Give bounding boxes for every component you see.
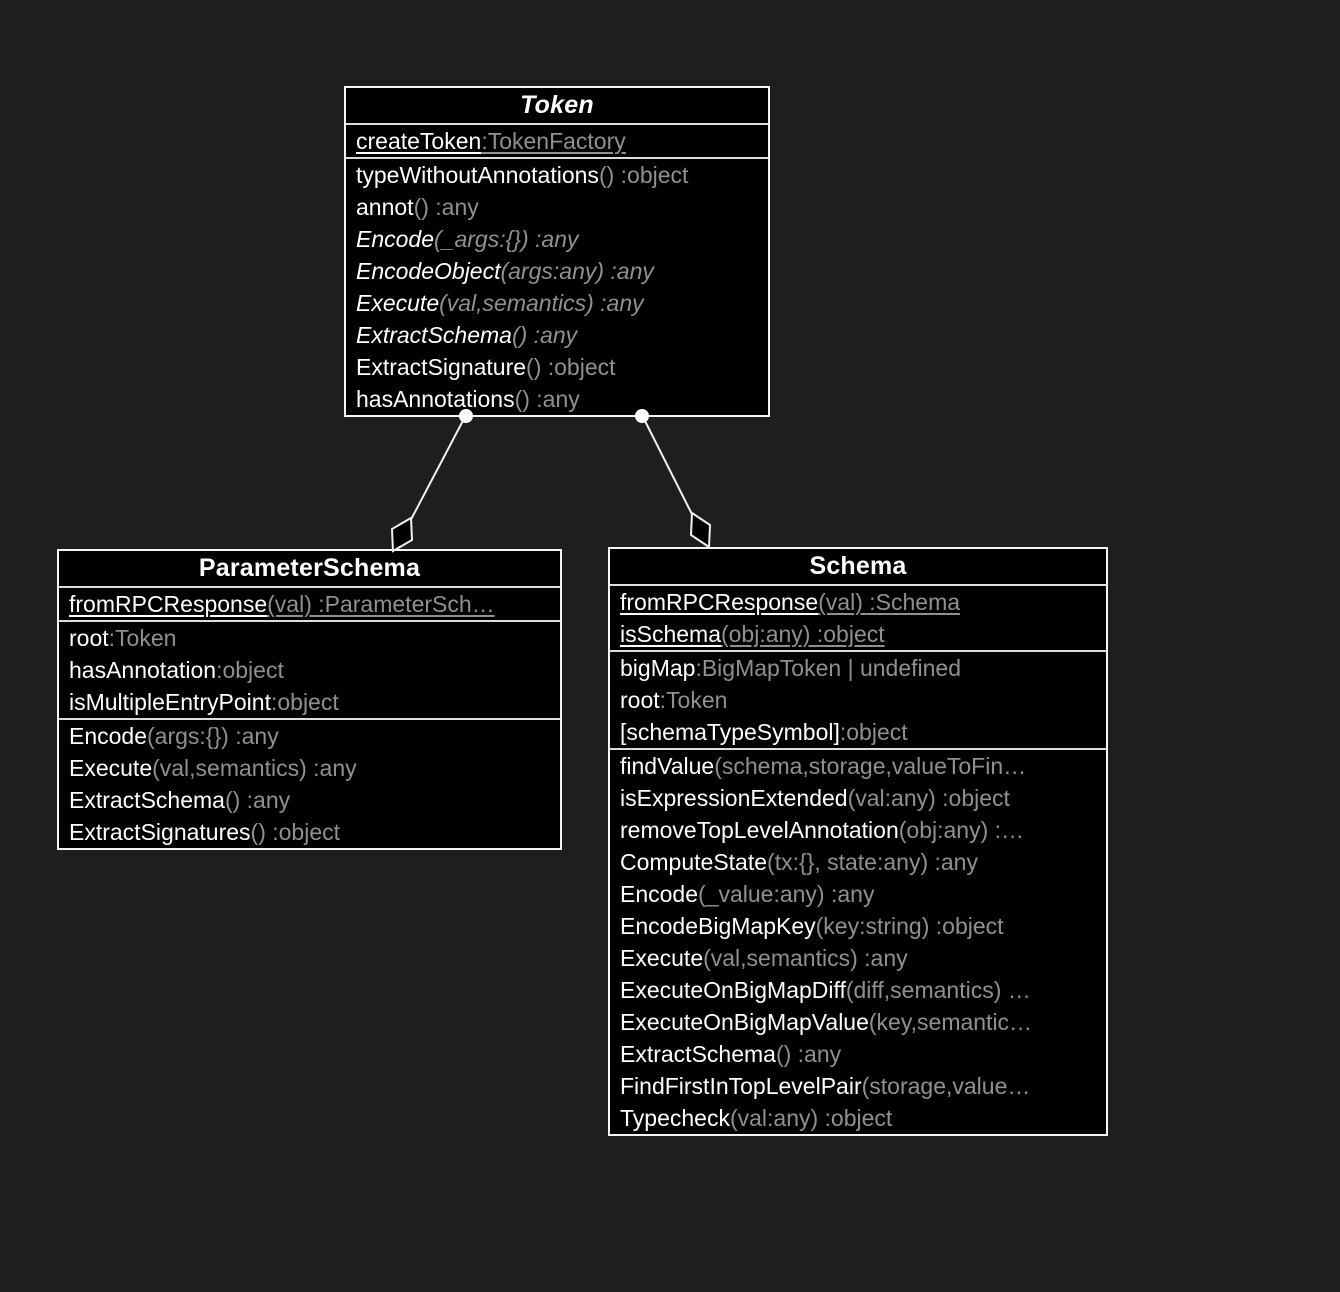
member-row: Encode(args:{}) :any	[69, 722, 279, 749]
attributes-section: root :Token hasAnnotation :object isMult…	[59, 622, 560, 720]
static-members-section: fromRPCResponse(val) :Schema isSchema(ob…	[610, 586, 1106, 652]
member-row: removeTopLevelAnnotation(obj:any) :…	[620, 816, 1025, 843]
member-row: ExtractSchema() :any	[69, 786, 291, 813]
member-row: isExpressionExtended(val:any) :object	[620, 784, 1010, 811]
methods-section: typeWithoutAnnotations() :object annot()…	[346, 159, 768, 415]
class-title: ParameterSchema	[59, 551, 560, 588]
member-row: ExtractSchema() :any	[620, 1040, 842, 1067]
member-row: isMultipleEntryPoint :object	[69, 688, 339, 715]
methods-section: findValue(schema,storage,valueToFin… isE…	[610, 750, 1106, 1134]
member-row: hasAnnotation :object	[69, 656, 284, 683]
class-parameterschema: ParameterSchema fromRPCResponse(val) :Pa…	[57, 549, 562, 850]
aggregation-link-parameterschema	[395, 414, 467, 549]
member-row: isSchema(obj:any) :object	[620, 620, 885, 647]
aggregation-diamond-icon	[390, 516, 414, 553]
member-row: ExecuteOnBigMapDiff(diff,semantics) …	[620, 976, 1031, 1003]
member-row: root :Token	[620, 686, 728, 713]
member-row: EncodeBigMapKey(key:string) :object	[620, 912, 1004, 939]
class-schema: Schema fromRPCResponse(val) :Schema isSc…	[608, 547, 1108, 1136]
member-row: ExtractSignatures() :object	[69, 818, 341, 845]
member-row: FindFirstInTopLevelPair(storage,value…	[620, 1072, 1031, 1099]
member-row: Encode(_value:any) :any	[620, 880, 875, 907]
member-row: Typecheck(val:any) :object	[620, 1104, 893, 1131]
class-token: Token createToken :TokenFactory typeWith…	[344, 86, 770, 417]
class-title: Schema	[610, 549, 1106, 586]
member-row: annot() :any	[356, 193, 479, 220]
member-row: [schemaTypeSymbol] :object	[620, 718, 908, 745]
aggregation-link-schema	[641, 414, 708, 545]
member-row: root :Token	[69, 624, 177, 651]
member-row: Execute(val,semantics) :any	[69, 754, 357, 781]
member-row: createToken :TokenFactory	[356, 127, 626, 154]
member-row: ExtractSchema() :any	[356, 321, 578, 348]
static-members-section: fromRPCResponse(val) :ParameterSch…	[59, 588, 560, 622]
member-row: hasAnnotations() :any	[356, 385, 580, 412]
member-row: ExecuteOnBigMapValue(key,semantic…	[620, 1008, 1033, 1035]
member-row: EncodeObject(args:any) :any	[356, 257, 654, 284]
member-row: Encode(_args:{}) :any	[356, 225, 579, 252]
member-row: Execute(val,semantics) :any	[356, 289, 644, 316]
static-members-section: createToken :TokenFactory	[346, 125, 768, 159]
methods-section: Encode(args:{}) :any Execute(val,semanti…	[59, 720, 560, 848]
attributes-section: bigMap :BigMapToken | undefined root :To…	[610, 652, 1106, 750]
member-row: fromRPCResponse(val) :ParameterSch…	[69, 590, 495, 617]
member-row: ComputeState(tx:{}, state:any) :any	[620, 848, 978, 875]
aggregation-diamond-icon	[689, 511, 712, 549]
member-row: fromRPCResponse(val) :Schema	[620, 588, 961, 615]
member-row: bigMap :BigMapToken | undefined	[620, 654, 961, 681]
member-row: findValue(schema,storage,valueToFin…	[620, 752, 1027, 779]
member-row: ExtractSignature() :object	[356, 353, 616, 380]
member-row: typeWithoutAnnotations() :object	[356, 161, 689, 188]
member-row: Execute(val,semantics) :any	[620, 944, 908, 971]
class-title: Token	[346, 88, 768, 125]
